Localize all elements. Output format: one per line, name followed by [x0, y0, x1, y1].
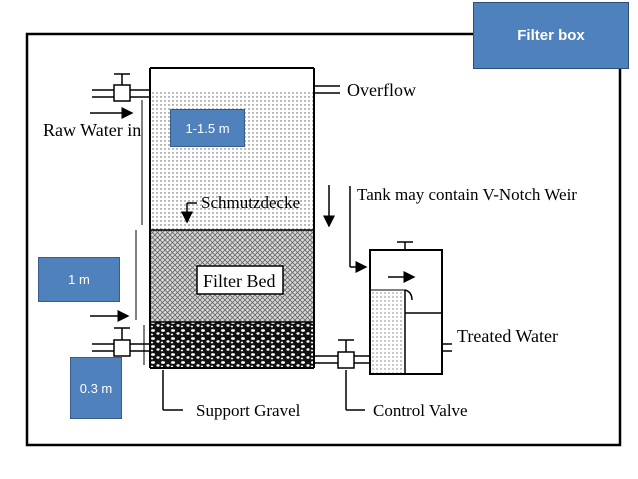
overflow-pipe	[314, 85, 340, 94]
treated-water-label: Treated Water	[457, 326, 558, 346]
support-gravel-pointer	[162, 370, 183, 411]
schmutzdecke-label: Schmutzdecke	[201, 193, 300, 212]
control-valve-label: Control Valve	[373, 401, 468, 420]
filter-bed-label: Filter Bed	[203, 271, 276, 291]
control-valve-pointer	[345, 370, 365, 411]
depth-gravel-badge: 0.3 m	[70, 357, 122, 419]
filter-bed-label-box	[196, 265, 284, 295]
control-valve-icon	[337, 351, 355, 369]
support-gravel-label: Support Gravel	[196, 401, 301, 420]
gravel-zone	[150, 322, 314, 368]
weir-tank	[369, 241, 452, 375]
weir-fill	[371, 290, 405, 373]
outer-frame	[25, 32, 622, 447]
bottom-pipe	[90, 310, 372, 369]
filter-tank	[149, 67, 315, 369]
tank-note-pointer	[349, 186, 368, 273]
depth-top-badge: 1-1.5 m	[170, 109, 245, 147]
raw-water-inlet	[90, 73, 150, 119]
tank-note-label: Tank may contain V-Notch Weir	[357, 185, 577, 204]
depth-bed-badge: 1 m	[38, 257, 120, 302]
overflow-label: Overflow	[347, 80, 416, 100]
filter-box-badge: Filter box	[473, 2, 629, 69]
inlet-valve-icon	[113, 84, 131, 102]
drain-valve-icon	[113, 339, 131, 357]
raw-water-in-label: Raw Water in	[43, 120, 141, 140]
schmutzdecke-pointer	[181, 202, 197, 224]
depth-dimension-lines	[135, 100, 145, 365]
